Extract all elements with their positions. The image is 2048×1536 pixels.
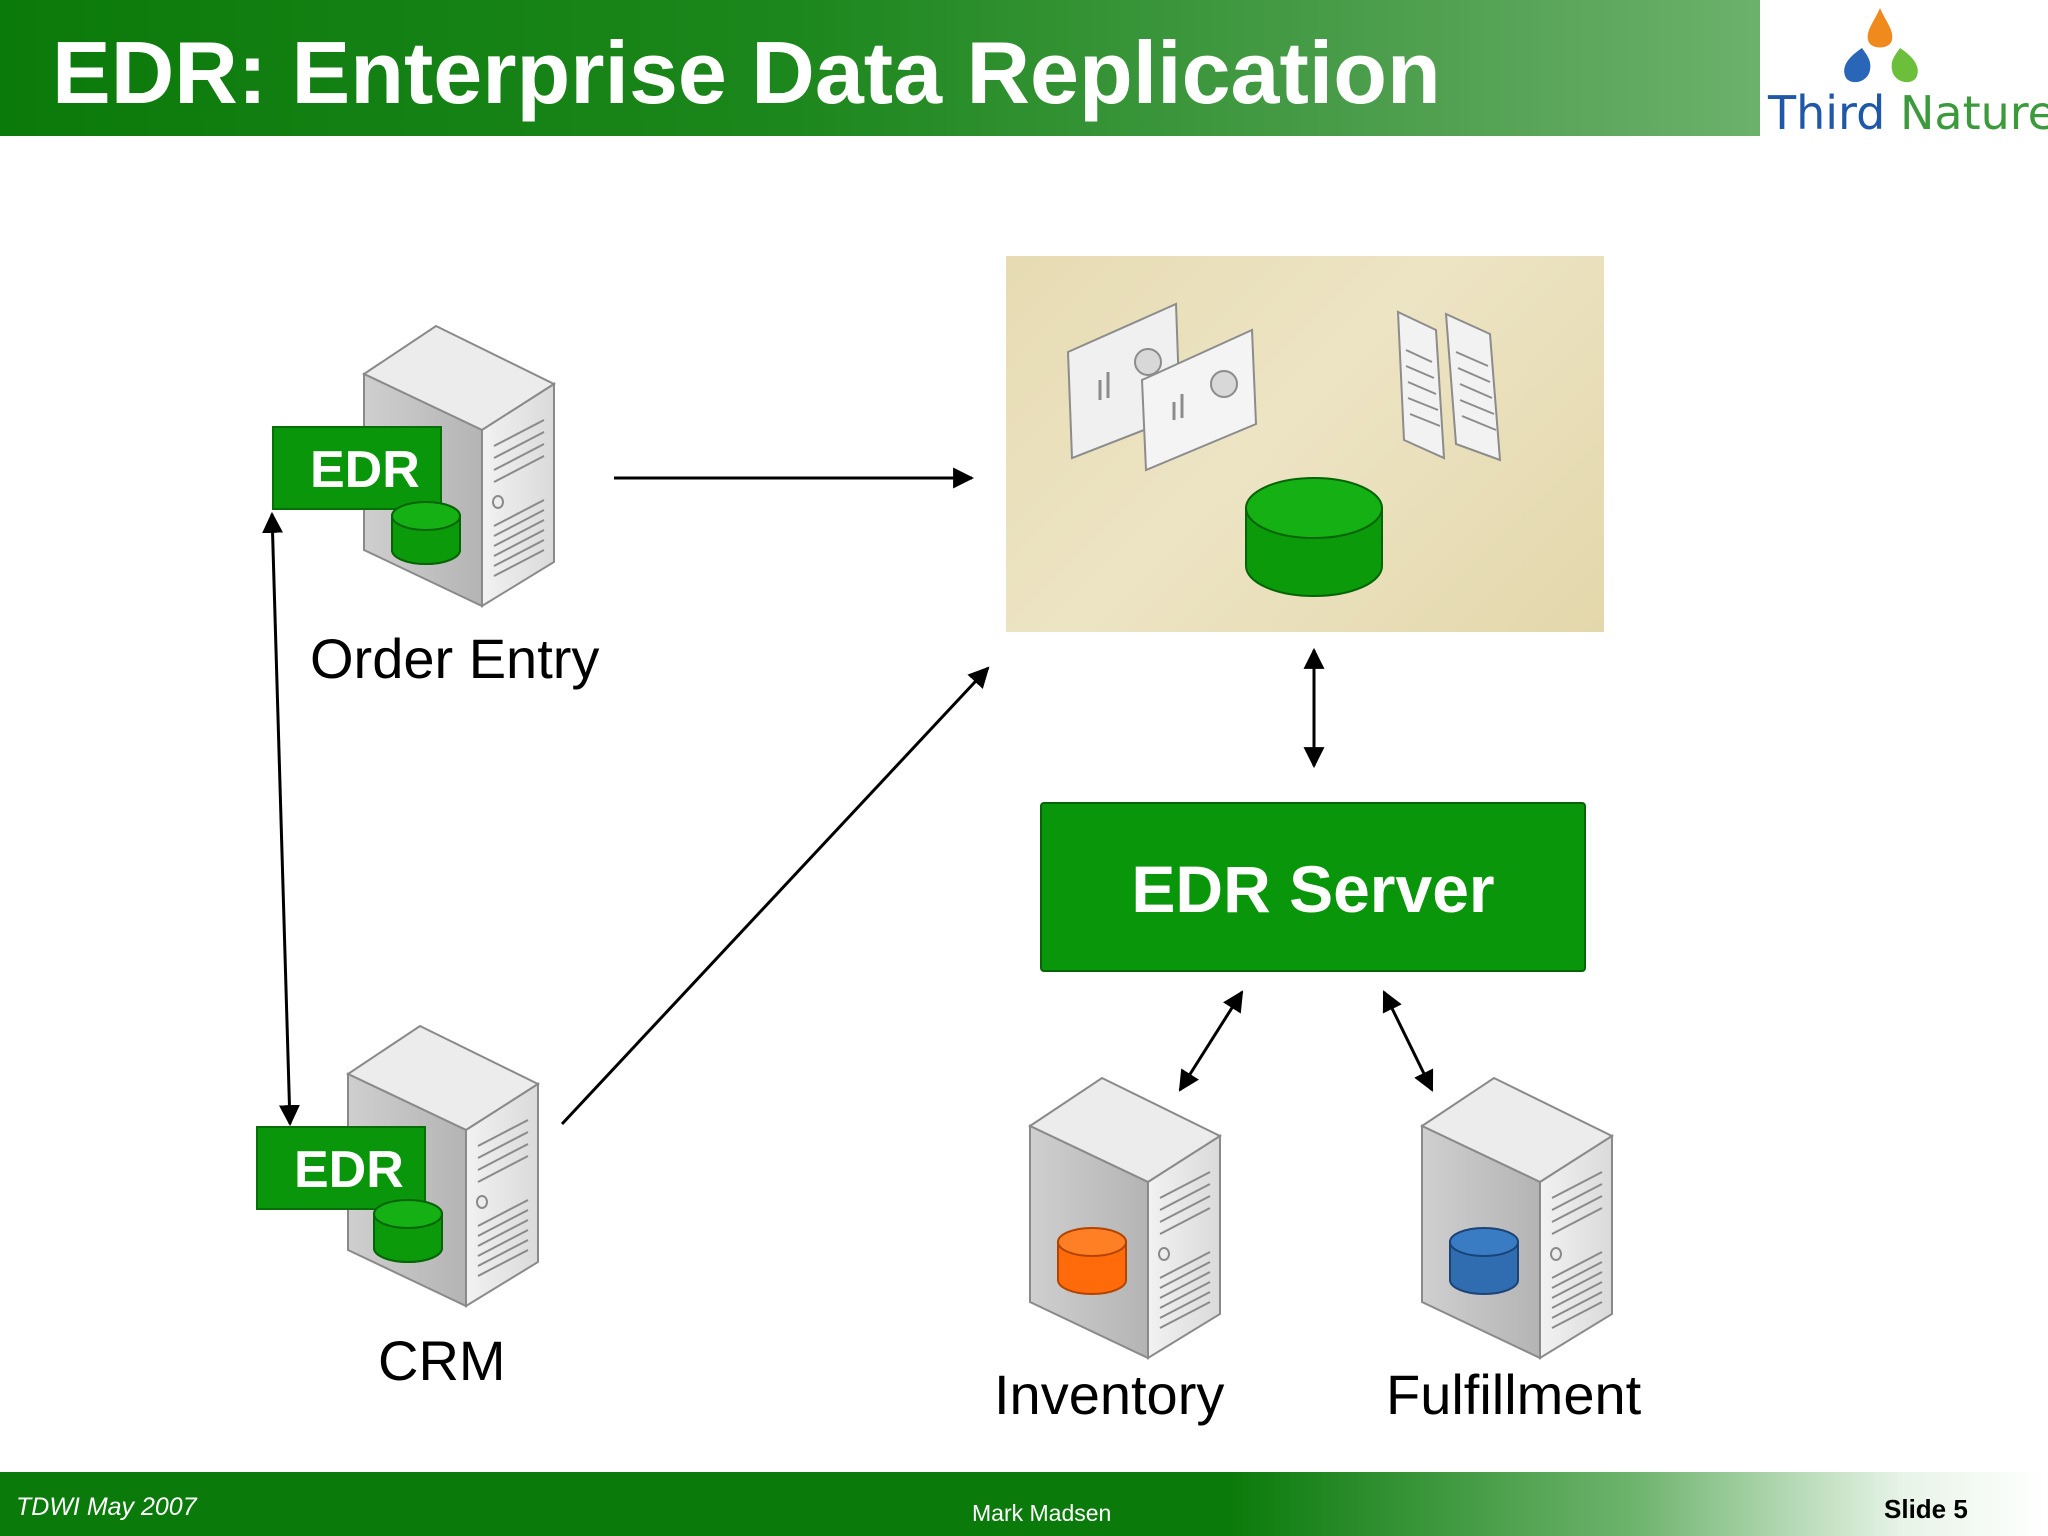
order-entry-crm-sync-arrow [262,511,300,1127]
crm-badge-database-icon [373,1199,443,1263]
order-entry-badge-database-icon [391,501,461,565]
order-entry-edr-badge: EDR [272,426,442,510]
crm-to-warehouse-arrow [560,666,990,1126]
third-nature-logo-icon [1844,8,1918,83]
documents-icon [1396,310,1502,462]
fulfillment-database-icon [1449,1227,1519,1295]
crm-label: CRM [378,1329,506,1392]
inventory-label: Inventory [994,1363,1225,1426]
slide-number: Slide 5 [1884,1494,1968,1524]
crm-edr-badge: EDR [256,1126,426,1210]
footer-event: TDWI May 2007 [16,1493,197,1521]
logo-wordmark: Third Nature [1768,86,2048,140]
order-entry-label: Order Entry [310,627,600,690]
report-dashboard-icon [1066,302,1258,472]
footer-author: Mark Madsen [972,1500,1112,1526]
title-bar [0,0,1760,136]
inventory-database-icon [1057,1227,1127,1295]
warehouse-database-icon [1245,477,1383,597]
edr-server-box: EDR Server [1040,802,1586,972]
edr-server-inventory-arrow [1178,990,1244,1092]
slide-title: EDR: Enterprise Data Replication [52,23,1441,122]
fulfillment-label: Fulfillment [1386,1363,1642,1426]
footer-bar [0,1472,2048,1536]
edr-server-fulfillment-arrow [1382,990,1434,1092]
